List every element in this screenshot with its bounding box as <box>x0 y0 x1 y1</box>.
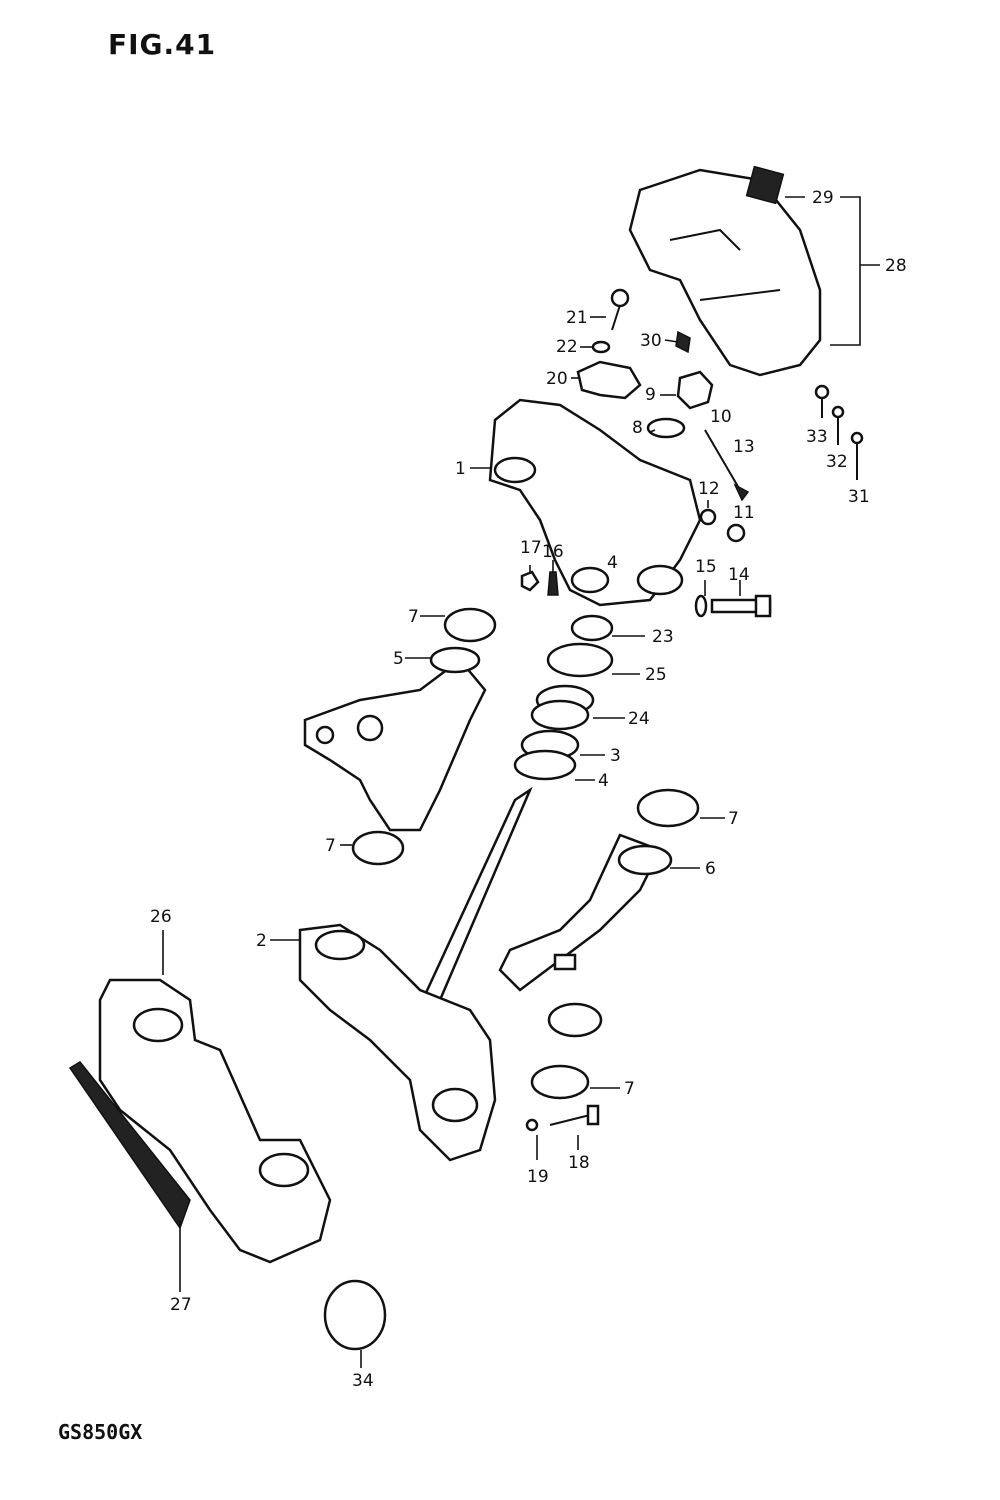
callout-7-c: 7 <box>325 836 336 856</box>
callout-24: 24 <box>628 709 650 729</box>
callout-14: 14 <box>728 565 750 585</box>
callout-25: 25 <box>645 665 667 685</box>
callout-27: 27 <box>170 1295 192 1315</box>
callout-34: 34 <box>352 1371 374 1391</box>
callout-3: 3 <box>610 746 621 766</box>
callout-21: 21 <box>566 308 588 328</box>
callout-31: 31 <box>848 487 870 507</box>
callout-9: 9 <box>645 385 656 405</box>
callout-labels: 29 28 21 22 30 20 9 10 8 13 33 32 31 1 1… <box>150 188 907 1391</box>
callout-15: 15 <box>695 557 717 577</box>
leader-lines <box>162 196 880 1368</box>
callout-23: 23 <box>652 627 674 647</box>
callout-7-d: 7 <box>624 1079 635 1099</box>
model-code: GS850GX <box>58 1420 143 1444</box>
lower-cover <box>98 978 332 1264</box>
pinch-bolt <box>704 429 750 502</box>
handlebar-bolt <box>591 288 630 354</box>
stem-nut <box>646 370 714 439</box>
cover-emblem <box>68 1061 191 1230</box>
steering-stem <box>298 786 533 1162</box>
callout-12: 12 <box>698 479 720 499</box>
callout-11: 11 <box>733 503 755 523</box>
callout-6: 6 <box>705 859 716 879</box>
clamp-bolt <box>694 594 772 618</box>
small-clips <box>814 384 864 480</box>
holder-cap <box>576 360 642 400</box>
right-fork-bracket <box>498 788 700 1100</box>
callout-29: 29 <box>812 188 834 208</box>
callout-1: 1 <box>455 459 466 479</box>
left-fork-bracket <box>303 607 497 866</box>
callout-4-upper: 4 <box>607 553 618 573</box>
callout-26: 26 <box>150 907 172 927</box>
callout-8: 8 <box>632 418 643 438</box>
callout-33: 33 <box>806 427 828 447</box>
callout-13: 13 <box>733 437 755 457</box>
upper-bracket <box>488 398 702 607</box>
stem-bolt <box>525 1104 600 1132</box>
callout-7-a: 7 <box>408 607 419 627</box>
callout-10: 10 <box>710 407 732 427</box>
handlebar-cover <box>628 165 822 377</box>
callout-20: 20 <box>546 369 568 389</box>
callout-30: 30 <box>640 331 662 351</box>
callout-28: 28 <box>885 256 907 276</box>
misc-fasteners <box>520 508 746 596</box>
callout-5: 5 <box>393 649 404 669</box>
callout-4-lower: 4 <box>598 771 609 791</box>
figure-title: FIG.41 <box>108 28 217 61</box>
callout-22: 22 <box>556 337 578 357</box>
callout-18: 18 <box>568 1153 590 1173</box>
callout-32: 32 <box>826 452 848 472</box>
callout-17: 17 <box>520 538 542 558</box>
callout-2: 2 <box>256 931 267 951</box>
callout-16: 16 <box>542 542 564 562</box>
stem-cap <box>323 1279 387 1351</box>
bearing-stack <box>513 614 614 781</box>
callout-19: 19 <box>527 1167 549 1187</box>
callout-7-b: 7 <box>728 809 739 829</box>
